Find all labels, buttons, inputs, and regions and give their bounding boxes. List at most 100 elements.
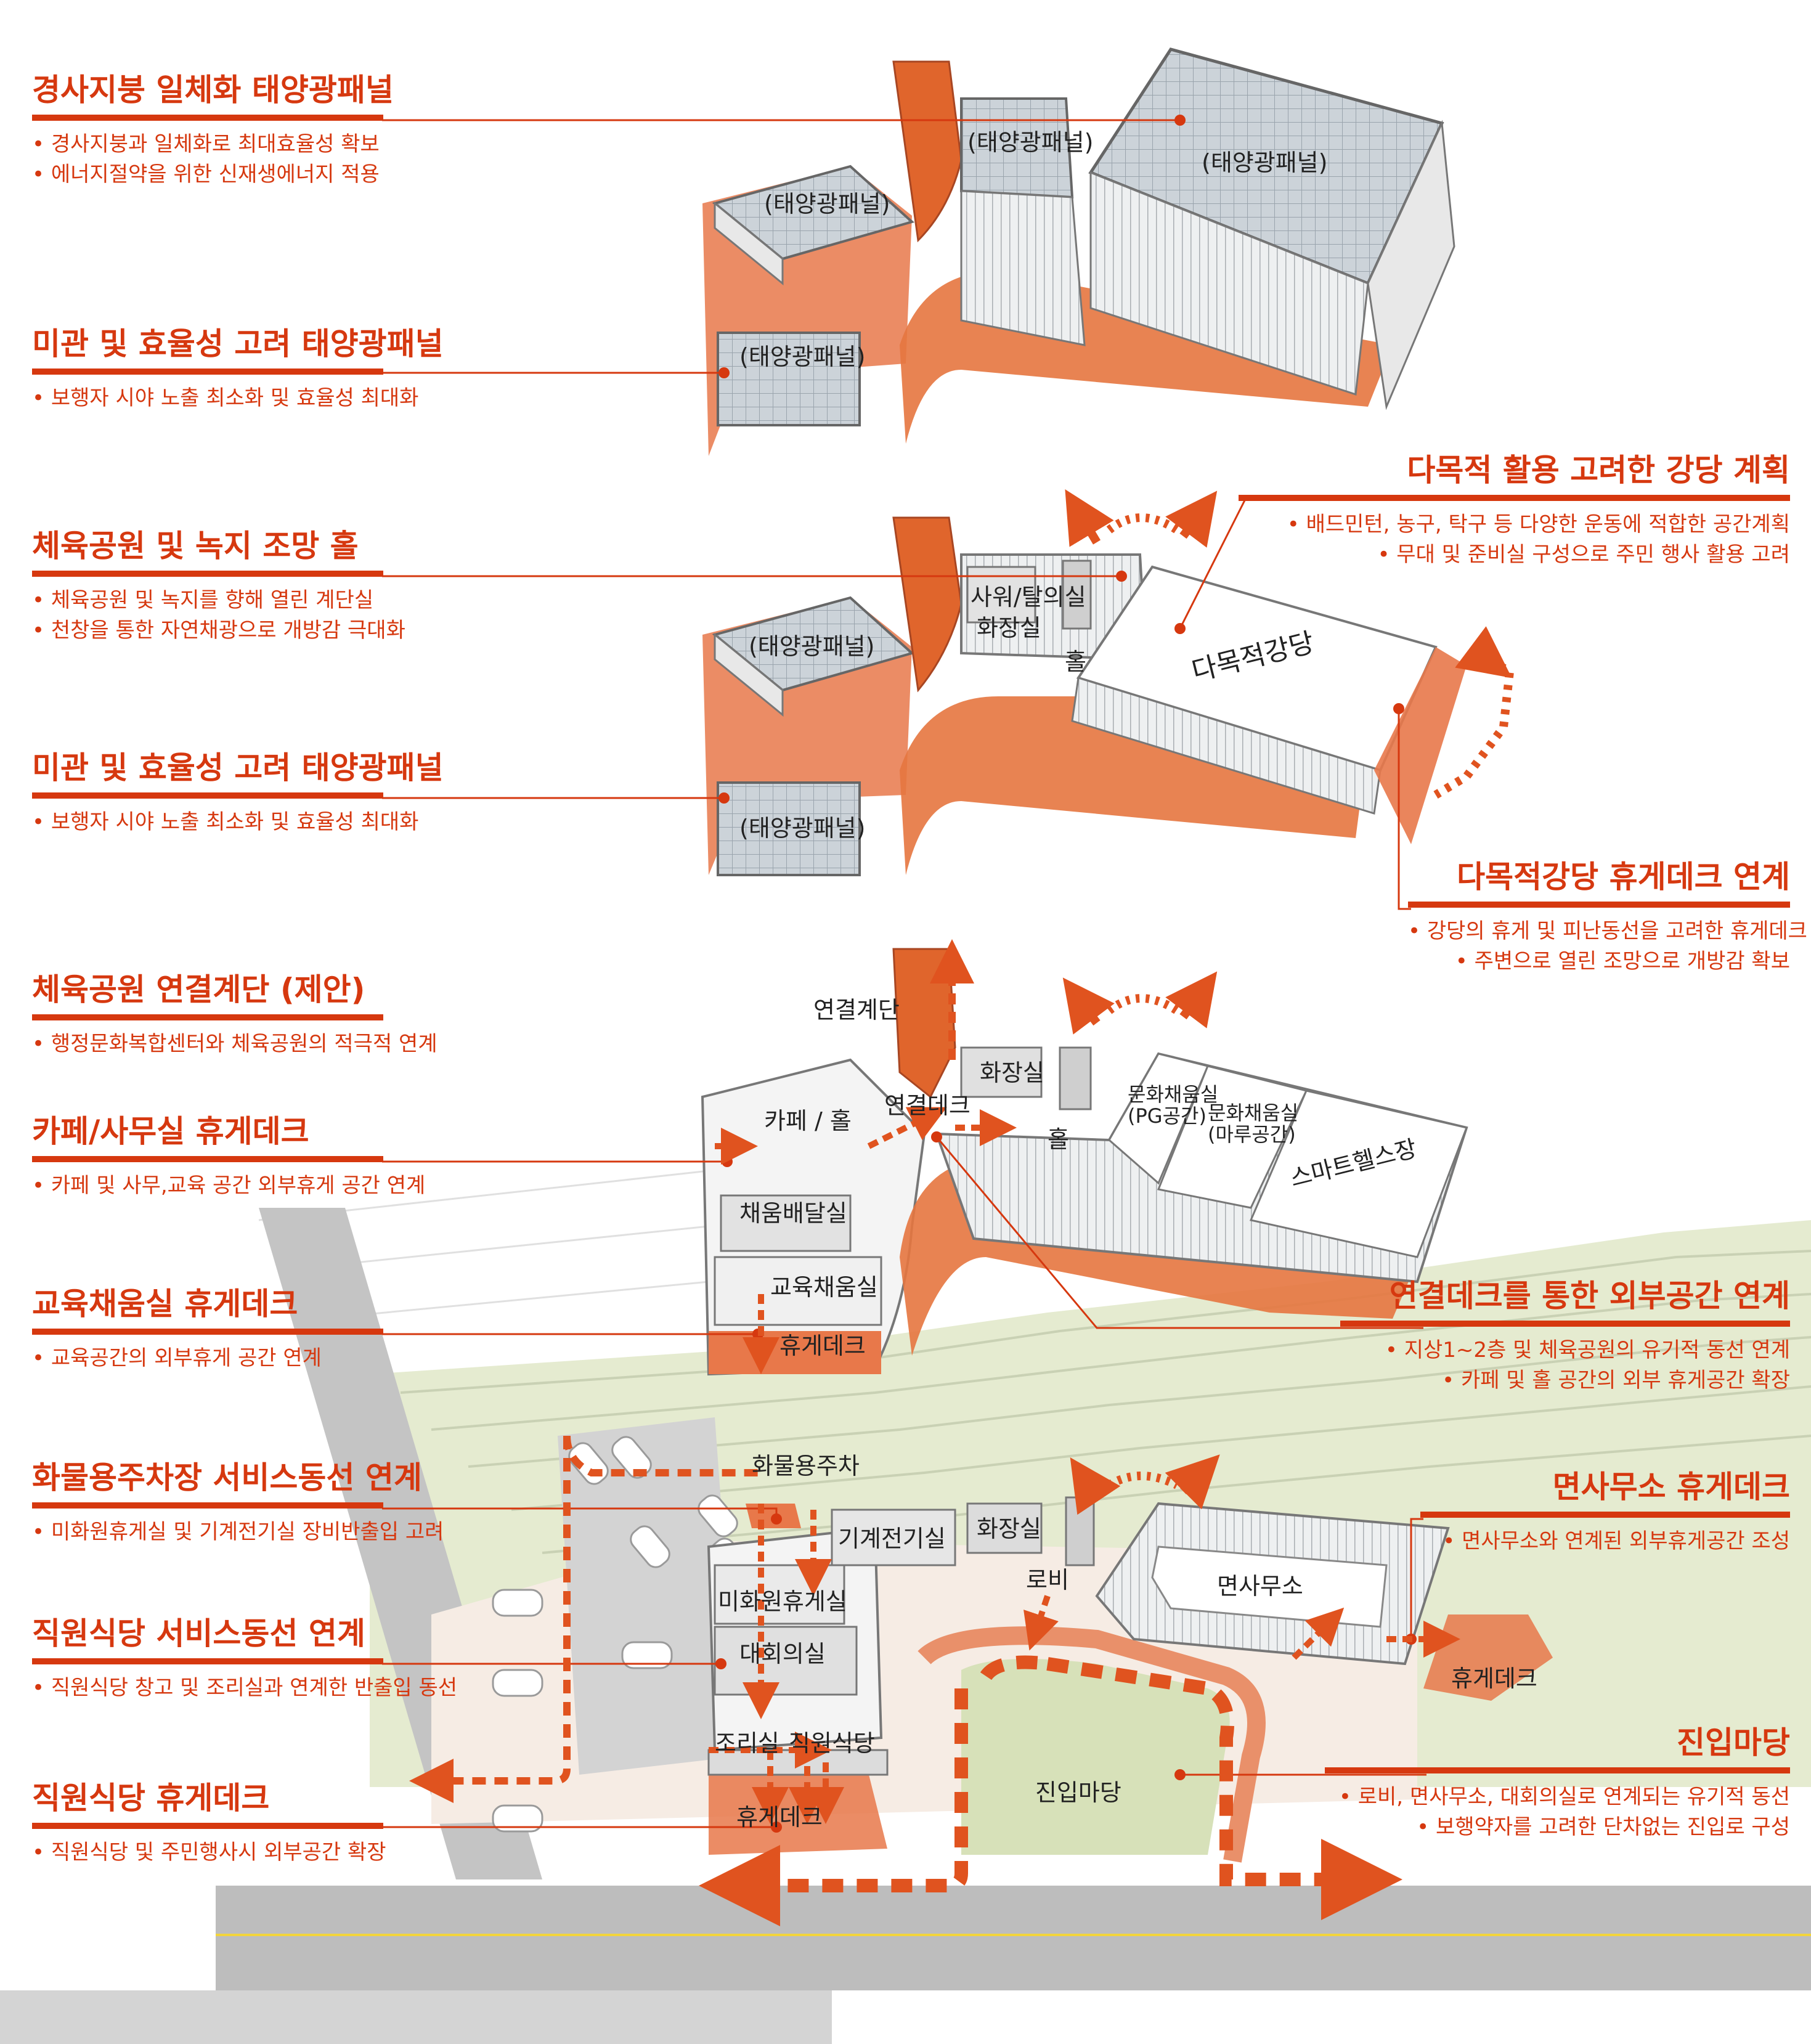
annotation-bullet: • 강당의 휴게 및 피난동선을 고려한 휴게데크 <box>1408 918 1807 943</box>
room-label-restroom: 화장실 <box>980 1059 1044 1086</box>
annotation-title: 교육채움실 휴게데크 <box>32 1286 298 1322</box>
room-label-solar-panel: (태양광패널) <box>967 129 1094 156</box>
annotation-connecting-deck: 연결데크를 통한 외부공간 연계 • 지상1~2층 및 체육공원의 유기적 동선… <box>1340 1278 1790 1396</box>
leader-lines <box>382 115 1426 1833</box>
room-label-cargo-parking: 화물용주차 <box>752 1452 860 1480</box>
annotation-bullet: • 배드민턴, 농구, 탁구 등 다양한 운동에 적합한 공간계획 <box>1287 511 1790 537</box>
annotation-underline <box>32 114 383 121</box>
annotation-bullet: • 보행자 시야 노출 최소화 및 효율성 최대화 <box>32 809 419 834</box>
annotation-bullet: • 체육공원 및 녹지를 향해 열린 계단실 <box>32 587 374 613</box>
annotation-title: 직원식당 서비스동선 연계 <box>32 1616 365 1651</box>
room-label-staff-cafeteria: 직원식당 <box>789 1730 875 1757</box>
annotation-underline <box>32 1328 383 1335</box>
annotation-title: 카페/사무실 휴게데크 <box>32 1114 309 1149</box>
annotation-cargo-service: 화물용주차장 서비스동선 연계 • 미화원휴게실 및 기계전기실 장비반출입 고… <box>32 1460 444 1547</box>
room-label-culture-room: 문화채움실 <box>1208 1101 1299 1125</box>
annotation-bullet: • 면사무소와 연계된 외부휴게공간 조성 <box>1443 1528 1790 1553</box>
room-label-solar-panel: (태양광패널) <box>749 633 875 660</box>
room-label-township-office: 면사무소 <box>1217 1573 1303 1600</box>
annotation-solar-efficiency: 미관 및 효율성 고려 태양광패널 • 보행자 시야 노출 최소화 및 효율성 … <box>32 750 444 837</box>
room-label-restroom: 화장실 <box>977 1515 1041 1542</box>
annotation-title: 체육공원 및 녹지 조망 홀 <box>32 528 359 564</box>
room-label-culture-room-sub: (마루공간) <box>1208 1123 1296 1146</box>
annotation-underline <box>1420 1511 1790 1518</box>
room-label-delivery-room: 채움배달실 <box>739 1200 847 1227</box>
annotation-cafeteria-service: 직원식당 서비스동선 연계 • 직원식당 창고 및 조리실과 연계한 반출입 동… <box>32 1616 458 1703</box>
annotation-cafe-deck: 카페/사무실 휴게데크 • 카페 및 사무,교육 공간 외부휴게 공간 연계 <box>32 1114 426 1201</box>
room-label-rest-deck: 휴게데크 <box>1451 1665 1537 1692</box>
annotation-bullet: • 보행약자를 고려한 단차없는 진입로 구성 <box>1417 1814 1790 1839</box>
room-label-solar-panel: (태양광패널) <box>764 190 890 218</box>
room-label-janitor-lounge: 미화원휴게실 <box>718 1588 847 1615</box>
annotation-park-stair: 체육공원 연결계단 (제안) • 행정문화복합센터와 체육공원의 적극적 연계 <box>32 972 437 1059</box>
annotation-view-hall: 체육공원 및 녹지 조망 홀 • 체육공원 및 녹지를 향해 열린 계단실 • … <box>32 528 405 646</box>
room-label-culture-room-sub: (PG공간) <box>1128 1104 1207 1128</box>
annotation-title: 화물용주차장 서비스동선 연계 <box>32 1460 422 1496</box>
annotation-bullet: • 경사지붕과 일체화로 최대효율성 확보 <box>32 131 380 157</box>
annotation-title: 다목적 활용 고려한 강당 계획 <box>1407 452 1790 488</box>
annotation-bullet: • 천창을 통한 자연채광으로 개방감 극대화 <box>32 617 405 643</box>
room-label-entry-court: 진입마당 <box>1035 1779 1121 1806</box>
annotation-bullet: • 에너지절약을 위한 신재생에너지 적용 <box>32 161 380 187</box>
roof-level-building <box>702 47 1455 456</box>
room-label-connecting-deck: 연결데크 <box>884 1092 971 1119</box>
annotation-underline <box>32 792 383 799</box>
annotation-underline <box>32 1502 383 1509</box>
annotation-bullet: • 카페 및 홀 공간의 외부 휴게공간 확장 <box>1442 1367 1790 1393</box>
annotation-underline <box>1239 494 1790 501</box>
room-label-cafe-hall: 카페 / 홀 <box>764 1107 852 1134</box>
annotation-bullet: • 직원식당 및 주민행사시 외부공간 확장 <box>32 1839 386 1865</box>
annotation-bullet: • 교육공간의 외부휴게 공간 연계 <box>32 1345 322 1370</box>
annotation-title: 연결데크를 통한 외부공간 연계 <box>1389 1278 1790 1314</box>
annotation-underline <box>32 570 383 577</box>
room-label-connecting-stair: 연결계단 <box>813 996 900 1024</box>
room-label-hall: 홀 <box>1048 1126 1069 1153</box>
room-label-kitchen: 조리실 <box>715 1730 779 1757</box>
annotation-education-deck: 교육채움실 휴게데크 • 교육공간의 외부휴게 공간 연계 <box>32 1286 383 1374</box>
annotation-underline <box>32 368 383 375</box>
annotation-entry-court: 진입마당 • 로비, 면사무소, 대회의실로 연계되는 유기적 동선 • 보행약… <box>1325 1725 1790 1842</box>
third-floor-building <box>702 516 1467 876</box>
annotation-bullet: • 행정문화복합센터와 체육공원의 적극적 연계 <box>32 1031 437 1056</box>
room-label-culture-room: 문화채움실 <box>1128 1083 1219 1106</box>
room-label-shower: 사워/탈의실 <box>971 584 1086 611</box>
annotation-bullet: • 지상1~2층 및 체육공원의 유기적 동선 연계 <box>1385 1337 1790 1362</box>
room-label-solar-panel: (태양광패널) <box>1202 149 1328 176</box>
room-label-mechanical-room: 기계전기실 <box>838 1525 946 1552</box>
annotation-bullet: • 무대 및 준비실 구성으로 주민 행사 활용 고려 <box>1377 542 1790 567</box>
annotation-office-deck: 면사무소 휴게데크 • 면사무소와 연계된 외부휴게공간 조성 <box>1420 1469 1790 1557</box>
annotation-underline <box>32 1014 383 1020</box>
annotation-title: 진입마당 <box>1677 1725 1790 1761</box>
annotation-underline <box>32 1658 383 1664</box>
annotation-title: 미관 및 효율성 고려 태양광패널 <box>32 326 444 362</box>
room-label-solar-panel: (태양광패널) <box>739 815 866 842</box>
annotation-solar-efficiency: 미관 및 효율성 고려 태양광패널 • 보행자 시야 노출 최소화 및 효율성 … <box>32 326 444 413</box>
room-label-hall: 홀 <box>1065 648 1086 675</box>
ground-floor-building <box>707 1496 1450 1776</box>
annotation-title: 체육공원 연결계단 (제안) <box>32 972 365 1008</box>
annotation-auditorium-deck: 다목적강당 휴게데크 연계 • 강당의 휴게 및 피난동선을 고려한 휴게데크 … <box>1408 859 1807 977</box>
annotation-underline <box>32 1822 383 1829</box>
annotation-bullet: • 직원식당 창고 및 조리실과 연계한 반출입 동선 <box>32 1675 458 1700</box>
room-label-lobby: 로비 <box>1026 1566 1069 1594</box>
annotation-title: 직원식당 휴게데크 <box>32 1780 270 1816</box>
annotation-title: 경사지붕 일체화 태양광패널 <box>32 72 394 108</box>
annotation-underline <box>1340 1320 1790 1327</box>
annotation-bullet: • 카페 및 사무,교육 공간 외부휴게 공간 연계 <box>32 1173 426 1198</box>
room-label-rest-deck: 휴게데크 <box>779 1332 866 1359</box>
annotation-bullet: • 주변으로 열린 조망으로 개방감 확보 <box>1455 948 1790 974</box>
annotation-bullet: • 보행자 시야 노출 최소화 및 효율성 최대화 <box>32 385 419 410</box>
room-label-rest-deck: 휴게데크 <box>736 1804 823 1831</box>
annotation-bullet: • 미화원휴게실 및 기계전기실 장비반출입 고려 <box>32 1519 444 1544</box>
annotation-title: 다목적강당 휴게데크 연계 <box>1457 859 1790 895</box>
annotation-auditorium-plan: 다목적 활용 고려한 강당 계획 • 배드민턴, 농구, 탁구 등 다양한 운동… <box>1239 452 1790 570</box>
annotation-bullet: • 로비, 면사무소, 대회의실로 연계되는 유기적 동선 <box>1338 1784 1790 1809</box>
room-label-solar-panel: (태양광패널) <box>739 343 866 370</box>
room-label-conference-room: 대회의실 <box>739 1640 826 1667</box>
annotation-underline <box>1325 1767 1790 1773</box>
room-label-education-room: 교육채움실 <box>770 1274 878 1301</box>
annotation-underline <box>1408 901 1790 908</box>
room-label-restroom: 화장실 <box>977 614 1041 641</box>
annotation-cafeteria-deck: 직원식당 휴게데크 • 직원식당 및 주민행사시 외부공간 확장 <box>32 1780 386 1868</box>
